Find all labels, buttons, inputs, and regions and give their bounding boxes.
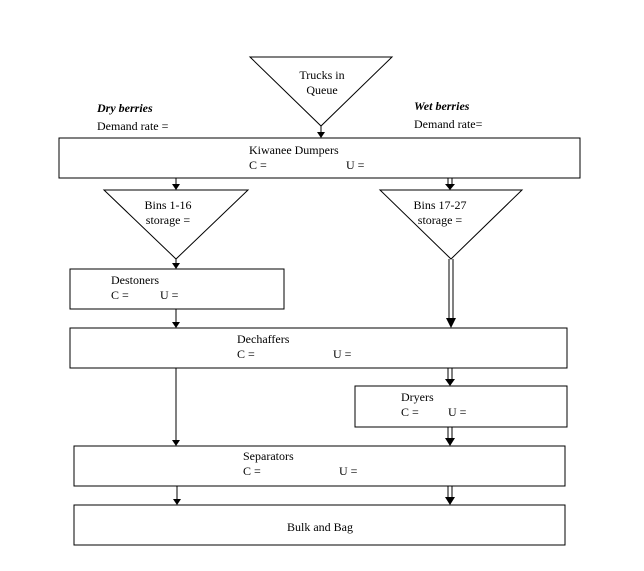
separators-title: Separators <box>243 449 294 463</box>
wet-berries-label: Wet berries Demand rate= <box>414 99 483 131</box>
dechaffers-title: Dechaffers <box>237 332 290 346</box>
destoners-c: C = <box>111 288 129 302</box>
dry-berries-label: Dry berries Demand rate = <box>96 101 169 133</box>
dryers-box: Dryers C = U = <box>354 385 568 428</box>
bulk-and-bag-rect <box>73 504 566 546</box>
bins-wet-node: Bins 17-27 storage = <box>378 189 524 260</box>
bins-dry-line2: storage = <box>146 213 191 227</box>
arrow-dumpers-bins-dry <box>172 184 180 190</box>
dryers-title: Dryers <box>401 390 434 404</box>
bins-wet-triangle <box>378 189 524 260</box>
arrow-dechaffers-separators <box>172 440 180 446</box>
trucks-queue-triangle <box>248 56 394 127</box>
dryers-c: C = <box>401 405 419 419</box>
dechaffers-u: U = <box>333 347 352 361</box>
separators-c: C = <box>243 464 261 478</box>
arrow-destoners-dechaffers <box>172 322 180 328</box>
bins-dry-triangle <box>102 189 250 260</box>
dechaffers-box: Dechaffers C = U = <box>69 327 568 369</box>
dry-berries-title: Dry berries <box>96 101 153 115</box>
trucks-queue-line2: Queue <box>306 83 337 97</box>
kiwanee-dumpers-u: U = <box>346 158 365 172</box>
kiwanee-dumpers-title: Kiwanee Dumpers <box>249 143 339 157</box>
dechaffers-c: C = <box>237 347 255 361</box>
kiwanee-dumpers-box: Kiwanee Dumpers C = U = <box>58 137 581 179</box>
destoners-title: Destoners <box>111 273 159 287</box>
bins-wet-line1: Bins 17-27 <box>413 198 466 212</box>
separators-box: Separators C = U = <box>73 445 566 487</box>
arrow-dumpers-bins-wet <box>445 184 455 190</box>
separators-rect <box>73 445 566 487</box>
destoners-u: U = <box>160 288 179 302</box>
bins-dry-line1: Bins 1-16 <box>144 198 191 212</box>
kiwanee-dumpers-c: C = <box>249 158 267 172</box>
bulk-and-bag-box: Bulk and Bag <box>73 504 566 546</box>
trucks-queue-node: Trucks in Queue <box>248 56 394 127</box>
wet-berries-title: Wet berries <box>414 99 470 113</box>
dryers-rect <box>354 385 568 428</box>
dry-demand-rate: Demand rate = <box>97 119 169 133</box>
wet-demand-rate: Demand rate= <box>414 117 483 131</box>
arrow-bins-dry-destoners <box>172 263 180 269</box>
bins-dry-node: Bins 1-16 storage = <box>102 189 250 260</box>
arrow-bins-wet-dechaffers <box>446 318 456 328</box>
bins-wet-line2: storage = <box>418 213 463 227</box>
arrow-separators-bulk-right <box>445 497 455 505</box>
destoners-rect <box>69 268 285 310</box>
separators-u: U = <box>339 464 358 478</box>
arrow-queue-dumpers <box>317 132 325 138</box>
arrow-dryers-separators <box>445 438 455 446</box>
dryers-u: U = <box>448 405 467 419</box>
destoners-box: Destoners C = U = <box>69 268 285 310</box>
dechaffers-rect <box>69 327 568 369</box>
kiwanee-dumpers-rect <box>58 137 581 179</box>
arrow-separators-bulk-left <box>173 499 181 505</box>
bulk-and-bag-title: Bulk and Bag <box>287 520 353 534</box>
arrow-dechaffers-dryers <box>445 379 455 386</box>
trucks-queue-line1: Trucks in <box>299 68 344 82</box>
